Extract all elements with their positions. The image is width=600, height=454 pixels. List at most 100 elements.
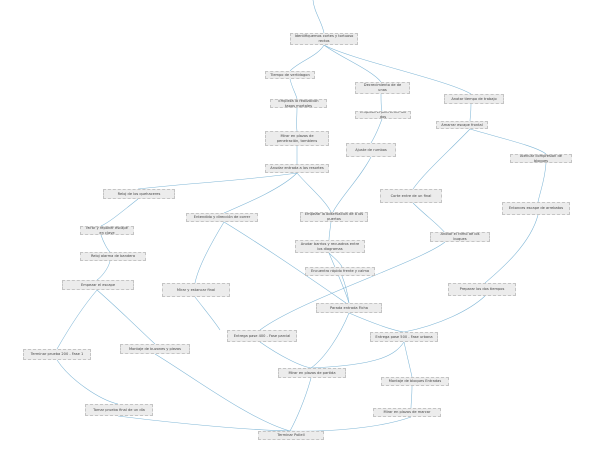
flow-node-n31[interactable]: Mirar en plazos de partida — [278, 368, 346, 378]
edge — [195, 297, 220, 330]
edge — [404, 342, 412, 377]
edge — [224, 173, 297, 213]
flow-node-n16[interactable]: Reloj de los quehaceres — [103, 189, 175, 199]
edge-entry — [313, 0, 324, 33]
flow-node-n8[interactable]: Ajuste de rumbos — [346, 143, 396, 157]
flow-node-label: Empezar la observación de a los puertos — [304, 212, 364, 221]
edge — [290, 45, 324, 71]
flow-node-label: Tiempo de vertidagon — [270, 73, 310, 78]
edge — [297, 173, 331, 212]
flow-node-n19[interactable]: Anotar barrios y recuadros entre los dia… — [295, 240, 365, 253]
flow-node-n37[interactable]: Mirar en plazos de marcar — [373, 408, 441, 417]
edge — [371, 119, 382, 143]
flow-node-n22[interactable]: Reloj alarma de bandera — [80, 252, 146, 261]
edge — [195, 222, 224, 283]
edge — [413, 129, 470, 189]
flow-node-label: Decrecimiento de de unas — [359, 83, 406, 92]
flow-node-label: Mirar en plazos de marcar — [383, 410, 430, 415]
edge — [155, 354, 290, 431]
edge — [381, 94, 382, 111]
edge — [101, 235, 110, 252]
flow-node-label: Preparar los dos tiempos — [460, 287, 505, 292]
flow-node-n17[interactable]: Entendido y dirección de correr — [186, 213, 258, 222]
flow-node-label: Anotar tiempo de trabajo — [451, 97, 496, 102]
flow-node-n2[interactable]: Tiempo de vertidagon — [265, 71, 315, 79]
flow-node-label: Terminar Pollell — [277, 433, 304, 438]
flow-node-label: Parada entrada Ficha — [330, 306, 368, 311]
edge — [329, 222, 331, 240]
flow-node-n5[interactable]: Anudar entrada a los resortes — [265, 164, 329, 173]
flow-node-n18[interactable]: Empezar la observación de a los puertos — [300, 212, 368, 222]
flow-node-label: Reloj alarma de bandera — [91, 254, 135, 259]
flow-node-n20[interactable]: Encuentro rápido frente y calma — [305, 267, 375, 276]
flow-node-label: Reloj de los quehaceres — [118, 192, 161, 197]
flow-node-label: Montaje de bloques Entradas — [389, 379, 441, 384]
flow-node-n21[interactable]: Mirar y reponer escape en clave — [80, 226, 134, 235]
flow-node-label: Amarrar escape frontal — [441, 123, 483, 128]
flow-node-label: Ajuste de rumbos — [355, 148, 387, 153]
flow-node-label: Atenuar compresión de bloques — [514, 154, 568, 163]
flow-node-label: Empieza la realización tapos mortales — [274, 99, 323, 108]
flow-node-n24[interactable]: Mirar y estancar final — [162, 283, 230, 297]
flow-node-label: Terminar prueba 200 - Fase 1 — [31, 352, 84, 357]
edge — [290, 417, 411, 431]
flow-node-label: Mirar y estancar final — [177, 288, 215, 293]
flow-node-label: Anotar el ritmo de los buques — [434, 232, 486, 241]
flow-node-n32[interactable]: Montaje de buzones y piezas — [120, 344, 190, 354]
edge — [349, 313, 404, 332]
flow-node-n10[interactable]: Amarrar escape frontal — [436, 121, 488, 129]
flow-node-label: Anudar entrada a los resortes — [270, 166, 324, 171]
edge — [324, 45, 381, 82]
edge — [138, 173, 297, 189]
flow-node-label: Tomar prueba final de un día — [93, 408, 145, 413]
flow-node-n12[interactable]: Corte entre de un final — [380, 189, 442, 203]
flow-node-n3[interactable]: Empieza la realización tapos mortales — [270, 99, 327, 108]
flow-node-n11[interactable]: Atenuar compresión de bloques — [510, 154, 572, 163]
edge — [290, 79, 297, 99]
flow-node-n7[interactable]: Empieza el plan entre los dos — [355, 111, 411, 119]
edge — [260, 342, 311, 368]
edge — [57, 290, 97, 349]
flow-node-n9[interactable]: Anotar tiempo de trabajo — [444, 94, 504, 104]
flow-node-label: Entonces escape de arrebatos — [509, 206, 563, 211]
edge — [413, 203, 445, 233]
flow-node-n25[interactable]: Parada entrada Ficha — [316, 303, 382, 313]
flow-node-label: Empieza el plan entre los dos — [359, 111, 407, 119]
edge — [260, 242, 445, 330]
flow-node-label: Mirar en plazos de penetración, tambiens — [269, 134, 325, 143]
flow-node-n14[interactable]: Anotar el ritmo de los buques — [430, 232, 490, 242]
flow-node-n15[interactable]: Preparar los dos tiempos — [448, 283, 516, 296]
edge — [411, 386, 412, 408]
flow-node-n4[interactable]: Mirar en plazos de penetración, tambiens — [265, 131, 329, 146]
edge — [224, 222, 346, 303]
flow-node-n6[interactable]: Decrecimiento de de unas — [355, 82, 410, 94]
flow-node-n29[interactable]: Entrega pase 400 - Fase parcial — [227, 330, 297, 342]
flow-node-label: Mirar en plazos de partida — [288, 371, 335, 376]
flow-node-n26[interactable]: Tomar prueba final de un día — [85, 404, 153, 416]
edge — [342, 276, 349, 303]
edge — [538, 163, 546, 202]
edge — [97, 290, 155, 344]
flow-node-label: Empezar el escape — [81, 283, 115, 288]
edge — [485, 215, 538, 283]
edge — [404, 296, 485, 332]
flow-node-n1[interactable]: Identifiquemos cortes y tortuoso rectos — [290, 33, 358, 45]
flow-node-label: Entrega pase 400 - Fase parcial — [234, 334, 291, 339]
flow-node-n33[interactable]: Entrega pase 500 - Fase urbana — [370, 332, 438, 342]
flow-node-n13[interactable]: Entonces escape de arrebatos — [502, 202, 570, 215]
flow-node-label: Mirar y reponer escape en clave — [84, 226, 130, 235]
edge — [97, 261, 110, 280]
flow-node-label: Corte entre de un final — [391, 194, 432, 199]
edge — [470, 104, 471, 121]
edge — [311, 342, 404, 368]
flow-node-label: Encuentro rápido frente y calma — [311, 269, 369, 274]
flow-node-n38[interactable]: Terminar Pollell — [258, 431, 324, 440]
edge — [333, 157, 371, 212]
flow-node-n23[interactable]: Empezar el escape — [62, 280, 134, 290]
flow-node-n28[interactable]: Terminar prueba 200 - Fase 1 — [23, 349, 91, 360]
flow-node-label: Anotar barrios y recuadros entre los dia… — [299, 242, 361, 251]
flow-node-label: Identifiquemos cortes y tortuoso rectos — [294, 34, 354, 43]
flow-node-n36[interactable]: Montaje de bloques Entradas — [381, 377, 449, 386]
